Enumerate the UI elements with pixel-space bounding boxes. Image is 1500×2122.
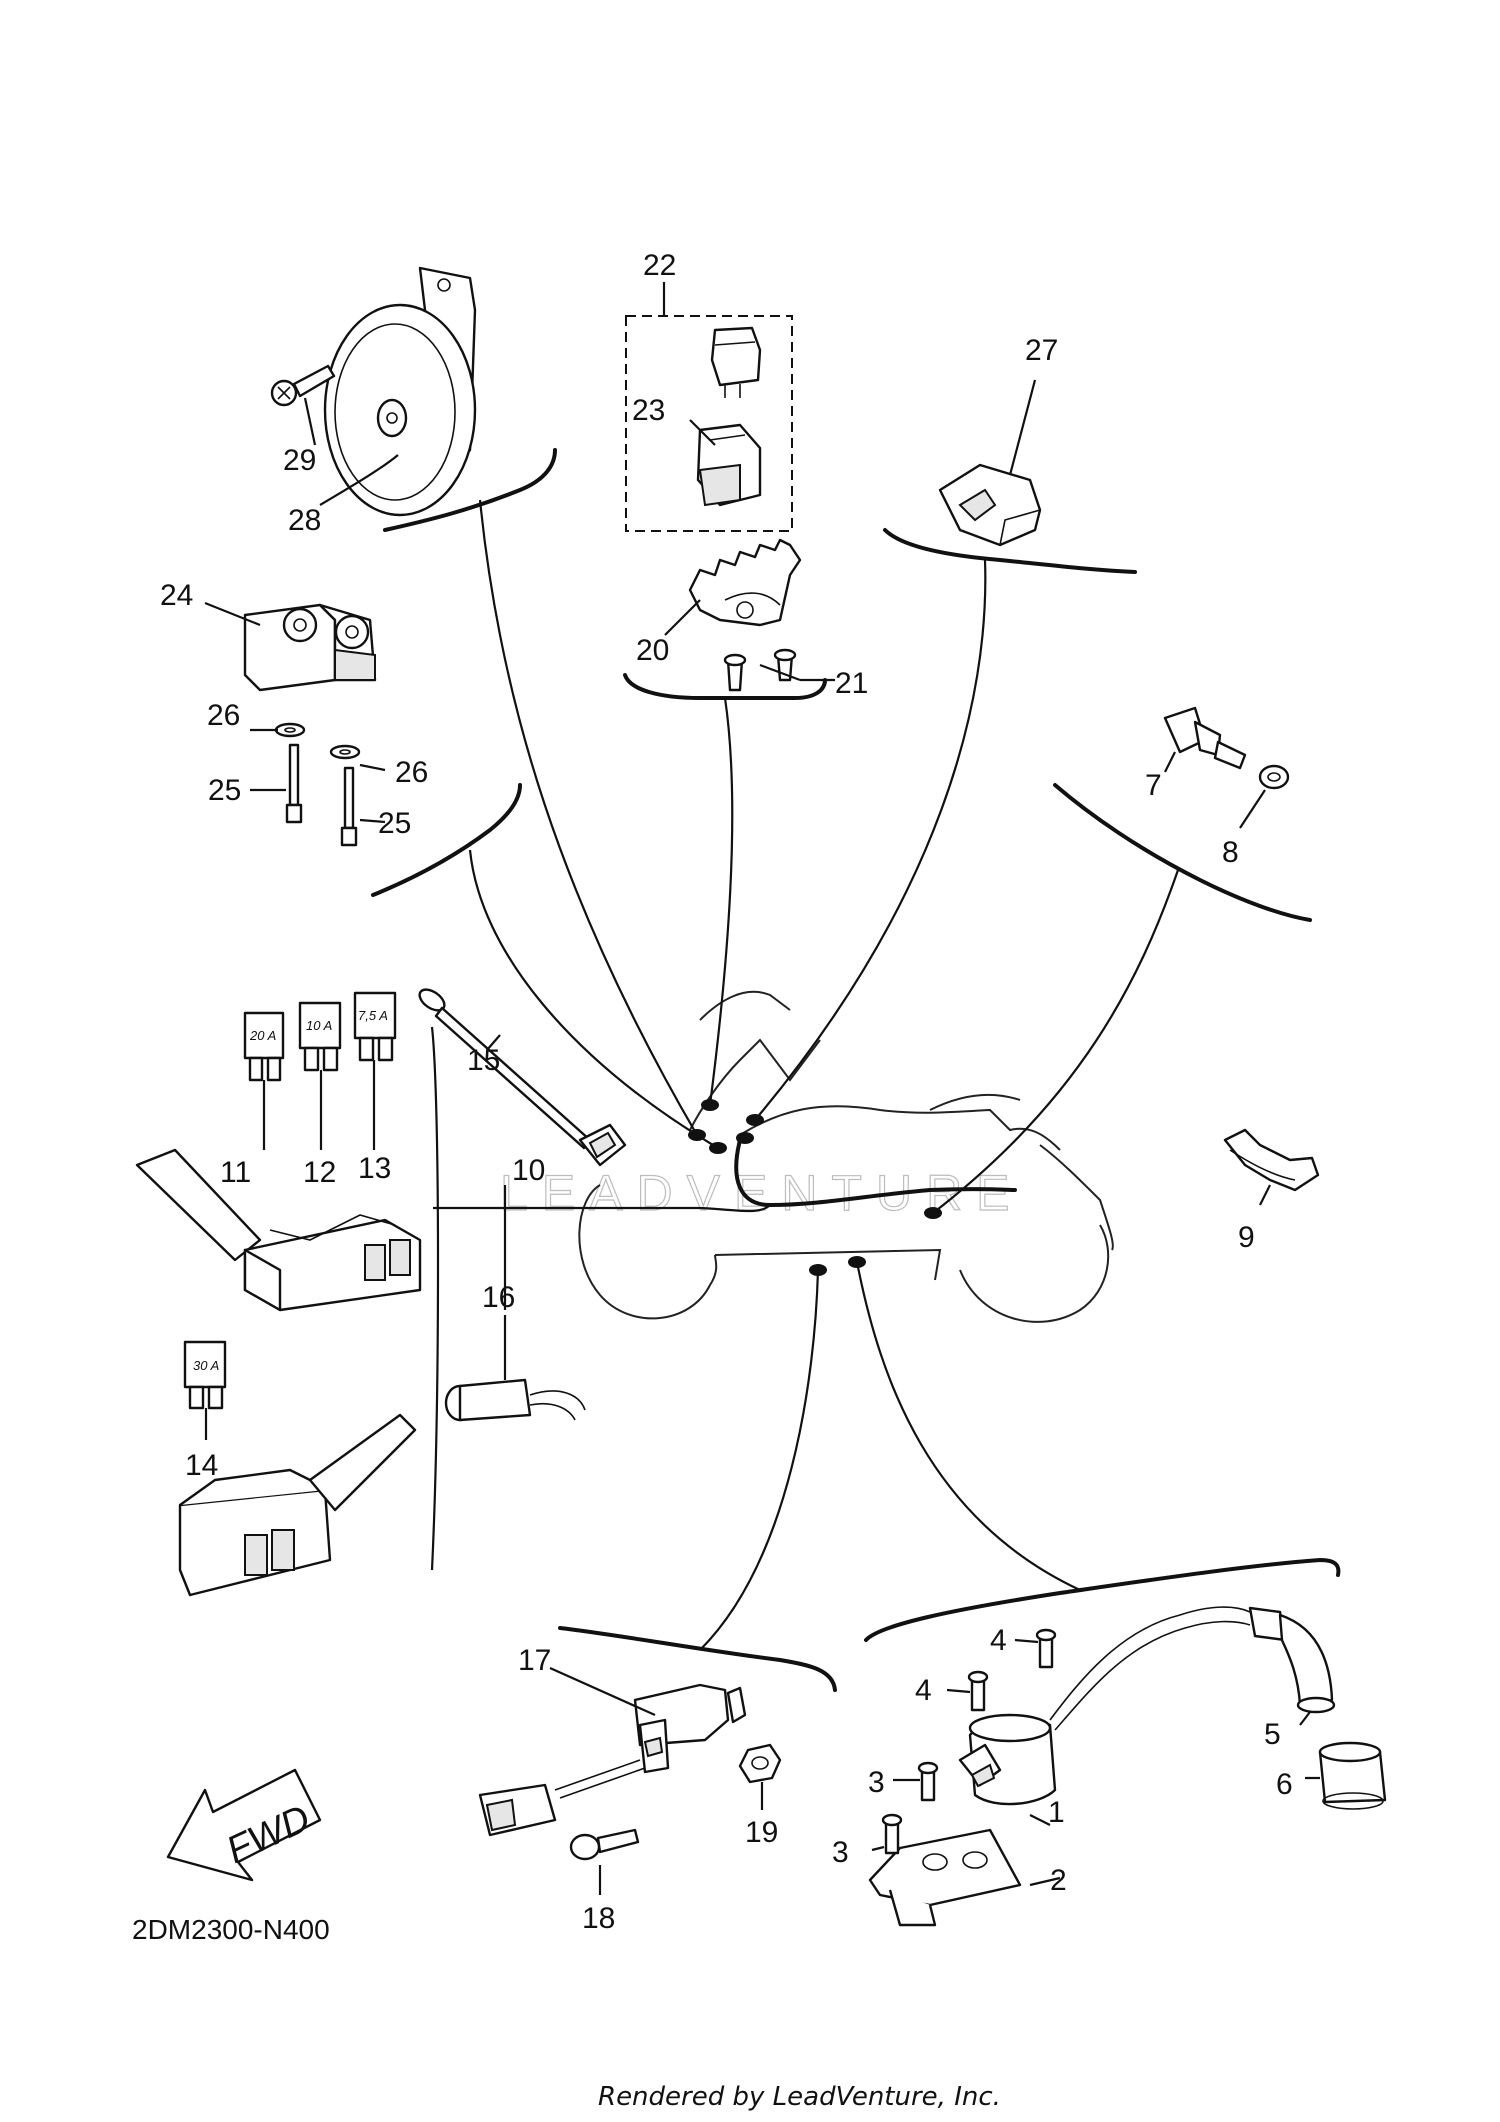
callout-24: 24 (160, 579, 193, 612)
diagram-code: 2DM2300-N400 (132, 1914, 330, 1945)
callout-7: 7 (1145, 769, 1162, 802)
watermark: LEADVENTURE (500, 1165, 1024, 1221)
leader-24 (204, 601, 261, 627)
fuse-box (135, 1148, 422, 1312)
leader-21 (759, 663, 835, 682)
svg-text:7,5 A: 7,5 A (358, 1008, 388, 1023)
callout-17: 17 (518, 1644, 551, 1677)
svg-text:30 A: 30 A (193, 1358, 219, 1373)
leaders-7-8 (1164, 751, 1266, 829)
relay (710, 326, 762, 398)
callout-26a: 26 (207, 699, 240, 732)
callout-25b: 25 (378, 807, 411, 840)
rendered-by-credit: Rendered by LeadVenture, Inc. (598, 2082, 1001, 2112)
svg-text:10 A: 10 A (306, 1018, 332, 1033)
nut-19 (738, 1743, 782, 1784)
bolts-25 (285, 743, 358, 847)
leader-27 (1008, 379, 1037, 476)
leader-9 (1259, 1184, 1271, 1206)
relay-kit-dashed-box (625, 315, 793, 532)
callout-10: 10 (512, 1154, 545, 1187)
fuse-10a: 10 A (298, 1001, 342, 1072)
sensor-assembly-17 (478, 1683, 747, 1837)
callout-26b: 26 (395, 756, 428, 789)
mounting-bracket (688, 538, 802, 627)
leaders-25-26 (250, 728, 386, 824)
leaders-coil-group (871, 1638, 1320, 1887)
leaders-fuses (262, 1060, 376, 1150)
horn-bolt (270, 364, 336, 407)
fuse-20a: 20 A (243, 1011, 285, 1082)
callout-5: 5 (1264, 1718, 1281, 1751)
callout-16: 16 (482, 1281, 515, 1314)
callout-2: 2 (1050, 1864, 1067, 1897)
mount-plate (868, 1828, 1022, 1927)
callout-11: 11 (220, 1156, 251, 1189)
plug-seal (1318, 1741, 1387, 1810)
callout-labels: 1 2 3 3 4 4 5 6 7 8 9 10 11 12 13 14 15 … (160, 249, 1293, 1935)
group-brackets (371, 448, 1341, 1692)
callout-9: 9 (1238, 1221, 1255, 1254)
callout-3b: 3 (832, 1836, 849, 1869)
bolts-3 (881, 1761, 939, 1855)
misc-leaders (303, 397, 716, 1051)
bolts-4 (967, 1628, 1057, 1712)
ignition-coil (958, 1713, 1057, 1806)
motorcycle-silhouette (578, 990, 1114, 1323)
sensor (1163, 706, 1247, 770)
horn (323, 266, 477, 517)
callout-23: 23 (632, 394, 665, 427)
spark-plug-cap (1248, 1606, 1336, 1714)
sensor-washer (1258, 764, 1290, 790)
callout-18: 18 (582, 1902, 615, 1935)
callout-13: 13 (358, 1152, 391, 1185)
leader-17 (549, 1666, 656, 1717)
coil-lead (1049, 1606, 1251, 1731)
fuse-30a: 30 A (183, 1340, 227, 1410)
callout-28: 28 (288, 504, 321, 537)
callout-14: 14 (185, 1449, 218, 1482)
screws (723, 648, 797, 692)
callout-15: 15 (467, 1044, 500, 1077)
callout-27: 27 (1025, 334, 1058, 367)
callout-4a: 4 (990, 1624, 1007, 1657)
callout-8: 8 (1222, 836, 1239, 869)
callout-4b: 4 (915, 1674, 932, 1707)
electrical-module (243, 603, 377, 692)
callout-3a: 3 (868, 1766, 885, 1799)
sensor-lead-15 (418, 988, 627, 1167)
wire-harness (433, 1138, 1017, 1310)
callout-25a: 25 (208, 774, 241, 807)
callout-1: 1 (1048, 1796, 1065, 1829)
callout-12: 12 (303, 1156, 336, 1189)
callout-20: 20 (636, 634, 669, 667)
callout-21: 21 (835, 667, 868, 700)
fuse-7-5a: 7,5 A (353, 991, 397, 1062)
washers (274, 722, 361, 760)
callout-29: 29 (283, 444, 316, 477)
connector-27 (938, 463, 1042, 547)
leader-lines (468, 499, 1180, 1651)
main-fuse-holder (178, 1413, 417, 1597)
sensor-plug-16 (444, 1378, 586, 1422)
callout-6: 6 (1276, 1768, 1293, 1801)
callout-19: 19 (745, 1816, 778, 1849)
fwd-arrow-icon: FWD (166, 1768, 322, 1882)
clamp (1223, 1128, 1320, 1192)
bolt-18 (569, 1828, 640, 1861)
svg-text:20 A: 20 A (249, 1028, 276, 1043)
callout-22: 22 (643, 249, 676, 282)
